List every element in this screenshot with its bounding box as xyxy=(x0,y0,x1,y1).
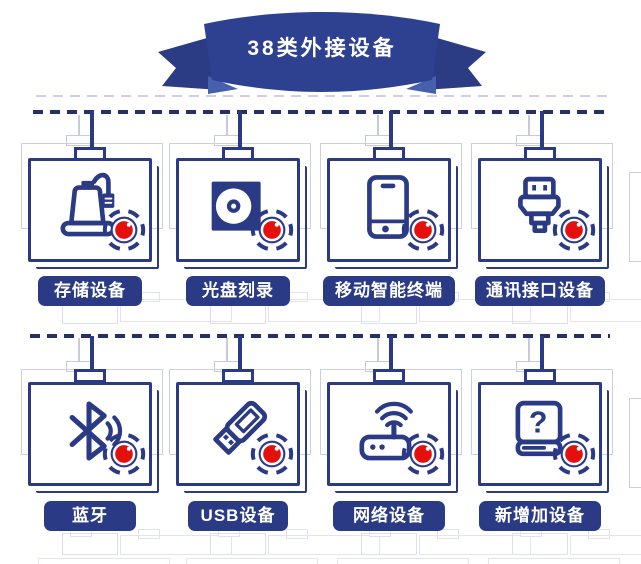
ghost-card xyxy=(38,558,170,564)
hanger-tab xyxy=(373,147,405,161)
question-mark: ? xyxy=(529,406,548,440)
banner-title: 38类外接设备 xyxy=(247,37,397,60)
hanger-stem xyxy=(90,111,94,149)
ghost-card xyxy=(361,533,417,555)
alert-badge-icon xyxy=(249,431,295,477)
hanger-tab xyxy=(222,147,254,161)
ghost-stem xyxy=(528,115,530,137)
ghost-card xyxy=(512,533,568,555)
device-group-bluetooth: 蓝牙 xyxy=(21,319,232,564)
ghost-tab xyxy=(214,135,242,146)
unknown-device-icon: ? xyxy=(515,400,563,457)
alert-badge-icon xyxy=(101,207,147,253)
device-label-mobile[interactable]: 移动智能终端 xyxy=(323,276,455,306)
ghost-tab xyxy=(138,529,160,539)
router-icon xyxy=(359,401,413,461)
ghost-tab xyxy=(588,529,610,539)
ghost-card xyxy=(488,558,620,564)
device-card-bluetooth[interactable] xyxy=(28,382,159,493)
ghost-card xyxy=(629,398,641,488)
ghost-card xyxy=(629,172,641,262)
ghost-card xyxy=(268,535,380,555)
ghost-tab xyxy=(516,135,544,146)
alert-badge-icon xyxy=(249,207,295,253)
ghost-card xyxy=(210,533,266,555)
ghost-card xyxy=(570,299,641,322)
smartphone-icon xyxy=(367,175,409,239)
device-group-usb: USB设备 xyxy=(169,319,380,564)
device-label-optical[interactable]: 光盘刻录 xyxy=(186,276,290,306)
ghost-card xyxy=(570,535,641,555)
ghost-tab xyxy=(365,135,393,146)
hanger-tab xyxy=(524,369,556,383)
device-card-network[interactable] xyxy=(327,382,458,493)
device-group-mobile: 移动智能终端 xyxy=(320,95,531,325)
usb-drive-icon xyxy=(213,400,268,455)
alert-badge-icon xyxy=(400,431,446,477)
alert-badge-icon xyxy=(551,207,597,253)
usb-connector-icon xyxy=(518,176,561,233)
device-card-optical[interactable] xyxy=(176,158,307,269)
hanger-tab xyxy=(524,147,556,161)
device-label-network[interactable]: 网络设备 xyxy=(333,501,445,531)
hanger-stem xyxy=(540,111,544,149)
hanger-stem xyxy=(389,336,393,372)
ghost-tab xyxy=(437,529,459,539)
ghost-card xyxy=(120,299,232,322)
alert-badge-icon xyxy=(101,431,147,477)
ghost-stem xyxy=(78,115,80,137)
ghost-card xyxy=(337,558,469,564)
hanger-stem xyxy=(238,111,242,149)
hanger-tab xyxy=(74,147,106,161)
alert-badge-icon xyxy=(400,207,446,253)
ghost-separator-line xyxy=(36,95,610,97)
device-card-new[interactable]: ? xyxy=(478,382,609,493)
device-label-storage[interactable]: 存储设备 xyxy=(38,276,142,306)
ghost-tab xyxy=(66,135,94,146)
hanger-stem xyxy=(90,336,94,372)
hanger-stem xyxy=(238,336,242,372)
hanger-stem xyxy=(389,111,393,149)
bluetooth-icon xyxy=(69,401,123,461)
device-group-optical: 光盘刻录 xyxy=(169,95,380,325)
hanger-tab xyxy=(222,369,254,383)
alert-badge-icon xyxy=(551,431,597,477)
ghost-stem xyxy=(377,115,379,137)
ghost-card xyxy=(120,535,232,555)
ghost-card xyxy=(62,533,118,555)
ghost-card xyxy=(186,558,318,564)
hanger-tab xyxy=(74,369,106,383)
hanger-tab xyxy=(373,369,405,383)
ribbon-banner xyxy=(158,12,486,94)
device-group-new: ? 新增加设备 xyxy=(471,319,641,564)
optical-disc-icon xyxy=(211,181,261,231)
device-card-storage[interactable] xyxy=(28,158,159,269)
ghost-stem xyxy=(226,338,228,362)
separator-line-top xyxy=(33,110,609,114)
device-label-bluetooth[interactable]: 蓝牙 xyxy=(44,501,136,531)
device-group-storage: 存储设备 xyxy=(21,95,232,325)
device-card-mobile[interactable] xyxy=(327,158,458,269)
ghost-stem xyxy=(528,338,530,362)
device-card-comm-interface[interactable] xyxy=(478,158,609,269)
device-label-comm-interface[interactable]: 通讯接口设备 xyxy=(475,276,605,306)
ghost-card xyxy=(419,535,531,555)
hanger-stem xyxy=(540,336,544,372)
separator-line-middle xyxy=(30,334,610,338)
ghost-stem xyxy=(78,338,80,362)
device-label-new[interactable]: 新增加设备 xyxy=(479,501,601,531)
ghost-stem xyxy=(377,338,379,362)
ghost-tab xyxy=(286,529,308,539)
device-label-usb[interactable]: USB设备 xyxy=(188,501,288,531)
device-card-usb[interactable] xyxy=(176,382,307,493)
device-group-comm-interface: 通讯接口设备 xyxy=(471,95,641,325)
device-group-network: 网络设备 xyxy=(320,319,531,564)
ghost-stem xyxy=(226,115,228,137)
